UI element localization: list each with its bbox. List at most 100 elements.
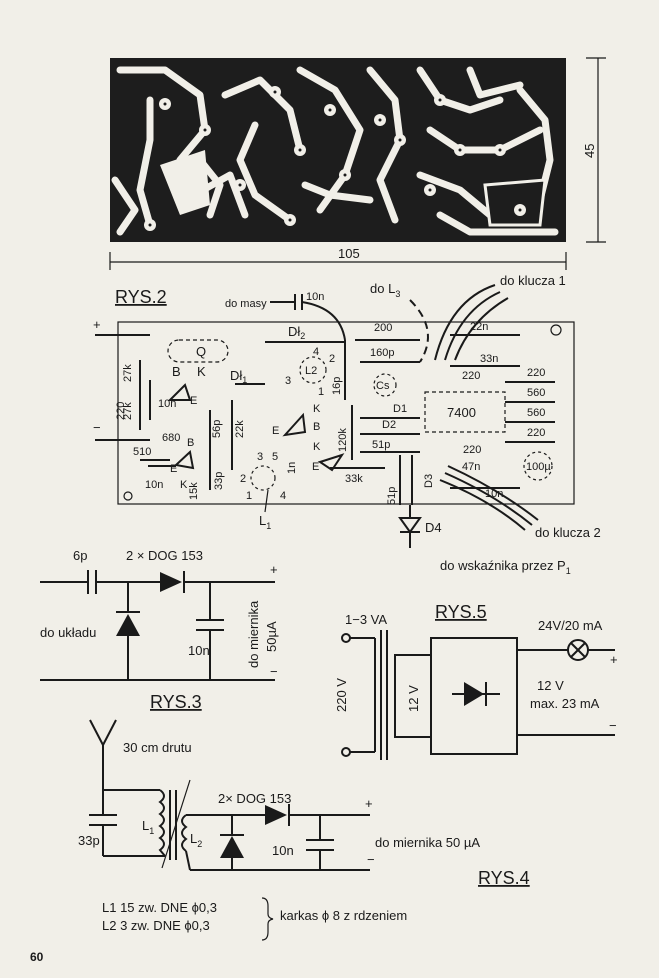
r220-b-label: 220 [462, 370, 480, 382]
t1-base-label: B [172, 364, 181, 379]
t3-collector-label: K [313, 403, 321, 415]
rys3-cap6p-label: 6p [73, 548, 87, 563]
rys5-out-v: 12 V [537, 678, 564, 693]
c33n-label: 33n [480, 353, 498, 365]
rys4-antenna: 30 cm drutu [123, 740, 192, 755]
t2-collector-label: K [180, 479, 188, 491]
dl1-label: Dł1 [230, 368, 247, 385]
l1-pin3: 3 [257, 451, 263, 463]
rys3-plus: + [270, 562, 278, 577]
c10n-b-label: 10n [145, 479, 163, 491]
r220-c-label: 220 [527, 367, 545, 379]
ic-7400-label: 7400 [447, 405, 476, 420]
r220-d-label: 220 [527, 427, 545, 439]
r27k-b-label: 27k [122, 402, 134, 420]
rys3-title: RYS.3 [150, 692, 202, 712]
rys5-power: 1−3 VA [345, 612, 387, 627]
r220-e-label: 220 [463, 444, 481, 456]
c10n-c-label: 10n [485, 488, 503, 500]
page-number: 60 [30, 950, 44, 964]
c51p-a-label: 51p [372, 439, 390, 451]
rys5-schematic: RYS.5 1−3 VA 220 V 12 V 24V/20 mA + 12 V… [334, 602, 618, 760]
pcb-island-2 [483, 178, 547, 227]
l2-pin4: 4 [313, 346, 319, 358]
l2-label: L2 [305, 365, 317, 377]
r220-label: 220 [115, 402, 127, 420]
r200-label: 200 [374, 322, 392, 334]
l1-pin5: 5 [272, 451, 278, 463]
rys4-cap33p: 33p [78, 833, 100, 848]
ground-cap-label: 10n [306, 291, 324, 303]
rys2-title: RYS.2 [115, 287, 167, 307]
plus-label: + [93, 317, 101, 332]
rys4-title: RYS.4 [478, 868, 530, 888]
pcb-width-label: 105 [338, 246, 360, 261]
pcb-layout: 105 45 [109, 57, 606, 270]
to-l3-label: do L3 [370, 281, 400, 299]
rys3-meter-range: 50µA [264, 621, 279, 652]
l1-pin1: 1 [246, 490, 252, 502]
r27k-a-label: 27k [122, 364, 134, 382]
c51p-b-label: 51p [386, 487, 398, 505]
r510-label: 510 [133, 446, 151, 458]
rys3-cap10n-label: 10n [188, 643, 210, 658]
rys5-secondary: 12 V [406, 685, 421, 712]
rys5-minus: − [609, 718, 617, 733]
c56p-label: 56p [211, 420, 223, 438]
rys4-l2-label: L2 [190, 831, 202, 849]
l1-pin4: 4 [280, 490, 286, 502]
rys4-diodes: 2× DOG 153 [218, 791, 291, 806]
c680-label: 680 [162, 432, 180, 444]
rys4-schematic: 30 cm drutu 33p L1 L2 2× DOG 153 + 10n − [78, 719, 530, 941]
to-indicator-label: do wskaźnika przez P1 [440, 558, 571, 576]
pcb-ground-island [160, 150, 210, 215]
pcb-height-label: 45 [582, 144, 597, 158]
rys4-plus: + [365, 796, 373, 811]
rys2-board-outline [117, 321, 575, 505]
rys4-coil2-spec: L2 3 zw. DNE ϕ0,3 [102, 918, 210, 933]
rys4-minus: − [367, 852, 375, 867]
rys3-to-circuit: do układu [40, 625, 96, 640]
t3-emitter-label: E [272, 425, 279, 437]
t3-base-label: B [313, 421, 320, 433]
l1-pin2: 2 [240, 473, 246, 485]
c22n-label: 22n [470, 321, 488, 333]
crystal-q-label: Q [196, 344, 206, 359]
t2-emitter-label: E [170, 463, 177, 475]
d3-label: D3 [423, 474, 435, 488]
rys5-lamp: 24V/20 mA [538, 618, 603, 633]
d1-label: D1 [393, 403, 407, 415]
d4-label: D4 [425, 520, 442, 535]
rys3-schematic: 6p 2 × DOG 153 + do układu 10n do mierni… [40, 548, 279, 712]
rys3-diodes-label: 2 × DOG 153 [126, 548, 203, 563]
r15k-label: 15k [188, 482, 200, 500]
to-key2-label: do klucza 2 [535, 525, 601, 540]
cs-label: Cs [376, 380, 390, 392]
rys4-l1-label: L1 [142, 818, 154, 836]
d2-label: D2 [382, 419, 396, 431]
r120k-label: 120k [337, 428, 349, 452]
l2-pin1: 1 [318, 386, 324, 398]
ground-label: do masy [225, 298, 267, 310]
c160p-label: 160p [370, 347, 394, 359]
rys5-out-i: max. 23 mA [530, 696, 600, 711]
t4-collector-label: K [313, 441, 321, 453]
c33p-label: 33p [213, 472, 225, 490]
l1-label: L1 [259, 513, 271, 531]
t2-base-label: B [187, 437, 194, 449]
r560-a-label: 560 [527, 387, 545, 399]
t4-emitter-label: E [312, 461, 319, 473]
l2-pin2: 2 [329, 353, 335, 365]
c16p-label: 16p [331, 377, 343, 395]
rys5-plus: + [610, 652, 618, 667]
r33k-label: 33k [345, 473, 363, 485]
minus-label: − [93, 420, 101, 435]
dl2-label: Dł2 [288, 324, 305, 341]
to-key1-label: do klucza 1 [500, 273, 566, 288]
rys4-former-spec: karkas ϕ 8 z rdzeniem [280, 908, 407, 923]
l2-pin3: 3 [285, 375, 291, 387]
c1n-label: 1n [286, 462, 298, 474]
rys4-coil1-spec: L1 15 zw. DNE ϕ0,3 [102, 900, 217, 915]
r560-b-label: 560 [527, 407, 545, 419]
